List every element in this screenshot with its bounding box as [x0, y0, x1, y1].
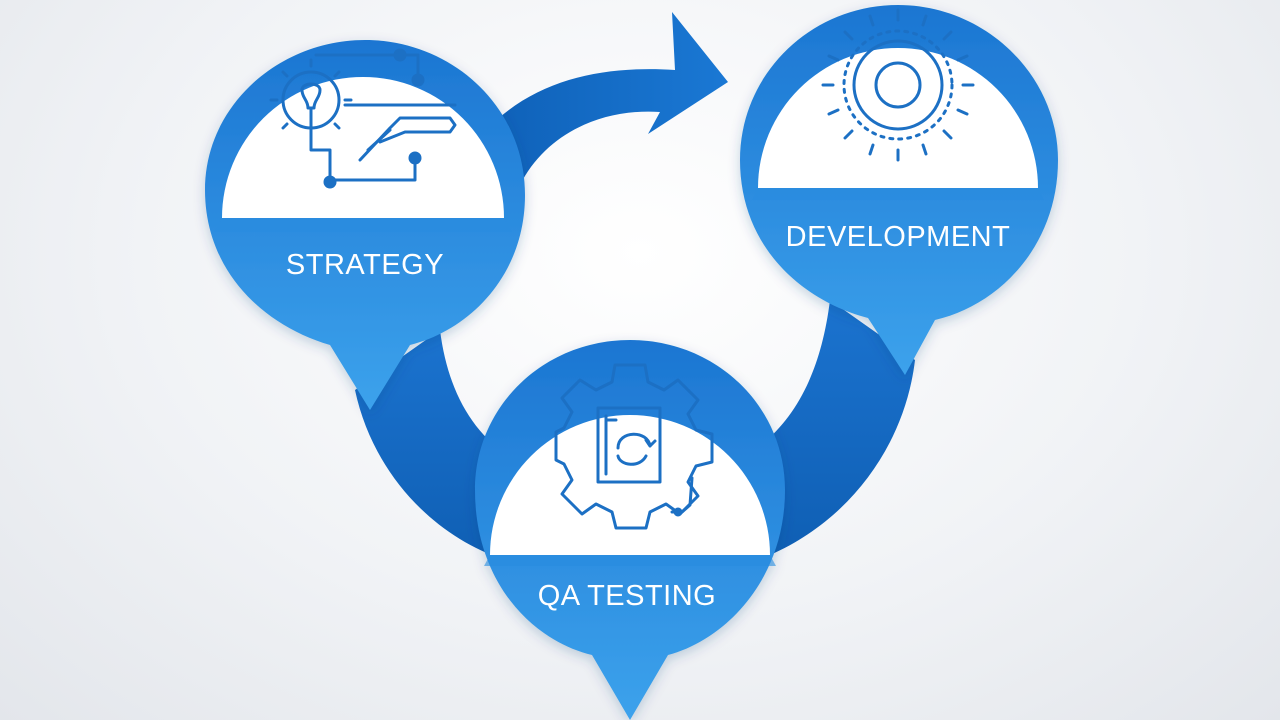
stage-label-development: DEVELOPMENT: [786, 221, 1011, 253]
gear-document-icon: [554, 363, 714, 530]
stage-development: DEVELOPMENT: [740, 5, 1058, 375]
stage-label-strategy: STRATEGY: [286, 249, 444, 281]
radiating-circle-icon: [821, 8, 975, 162]
development-disc: [758, 48, 1038, 188]
lightbulb-gear-circuit-icon: [269, 48, 457, 189]
stage-strategy: STRATEGY: [205, 40, 525, 410]
strategy-disc: [221, 76, 504, 218]
stage-label-qa-testing: QA TESTING: [538, 580, 717, 612]
flow-arrow: [470, 12, 728, 185]
qa-testing-disc: [490, 415, 770, 555]
stage-qa-testing: QA TESTING: [475, 340, 785, 720]
